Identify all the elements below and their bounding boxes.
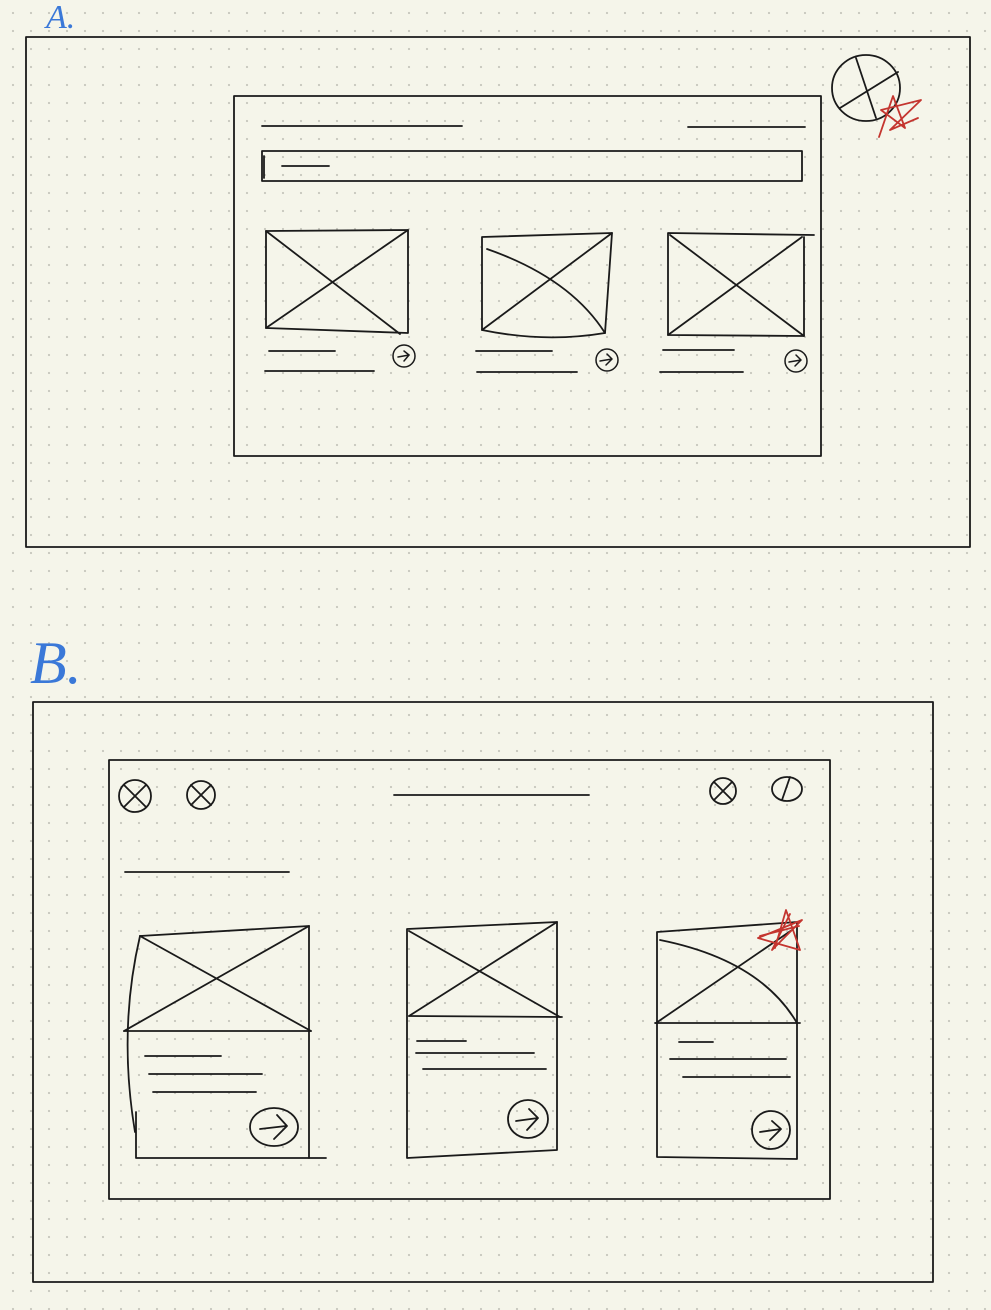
card-outline: [406, 921, 558, 1159]
section-a-frame: [25, 36, 971, 548]
search-bar[interactable]: [261, 150, 803, 182]
circle-x-icon[interactable]: [118, 779, 152, 813]
arrow-right-circle-icon[interactable]: [392, 344, 416, 368]
section-a-label: A.: [44, 0, 75, 36]
image-placeholder-icon: [408, 921, 561, 1018]
circle-x-icon[interactable]: [709, 777, 737, 805]
arrow-right-circle-icon[interactable]: [249, 1107, 299, 1147]
image-placeholder-icon: [123, 925, 312, 1032]
section-b-screen: [108, 759, 831, 1200]
image-divider-line: [408, 1015, 563, 1018]
section-a-card[interactable]: [475, 232, 619, 373]
section-a: A.: [25, 0, 971, 548]
section-a-card[interactable]: [264, 229, 416, 372]
image-placeholder-icon: [265, 229, 409, 334]
arrow-right-circle-icon[interactable]: [784, 349, 808, 373]
card-outline: [656, 921, 798, 1160]
circle-x-icon[interactable]: [186, 780, 216, 810]
section-b-label: B.: [30, 630, 82, 696]
section-a-card[interactable]: [659, 232, 815, 373]
star-icon[interactable]: [878, 95, 922, 138]
circle-half-icon[interactable]: [771, 776, 803, 802]
star-icon[interactable]: [757, 909, 803, 951]
image-placeholder-icon: [655, 929, 798, 1024]
arrow-right-circle-icon[interactable]: [507, 1099, 549, 1139]
section-b-card[interactable]: [406, 921, 563, 1159]
section-a-screen: [233, 95, 822, 457]
section-b: B.: [30, 630, 934, 1283]
section-b-card[interactable]: [654, 909, 803, 1160]
section-b-frame: [32, 701, 934, 1283]
arrow-right-circle-icon[interactable]: [595, 348, 619, 372]
section-b-card[interactable]: [123, 925, 327, 1159]
arrow-right-circle-icon[interactable]: [751, 1110, 791, 1150]
image-placeholder-icon: [667, 232, 815, 337]
profile-circle-icon[interactable]: [831, 54, 901, 122]
